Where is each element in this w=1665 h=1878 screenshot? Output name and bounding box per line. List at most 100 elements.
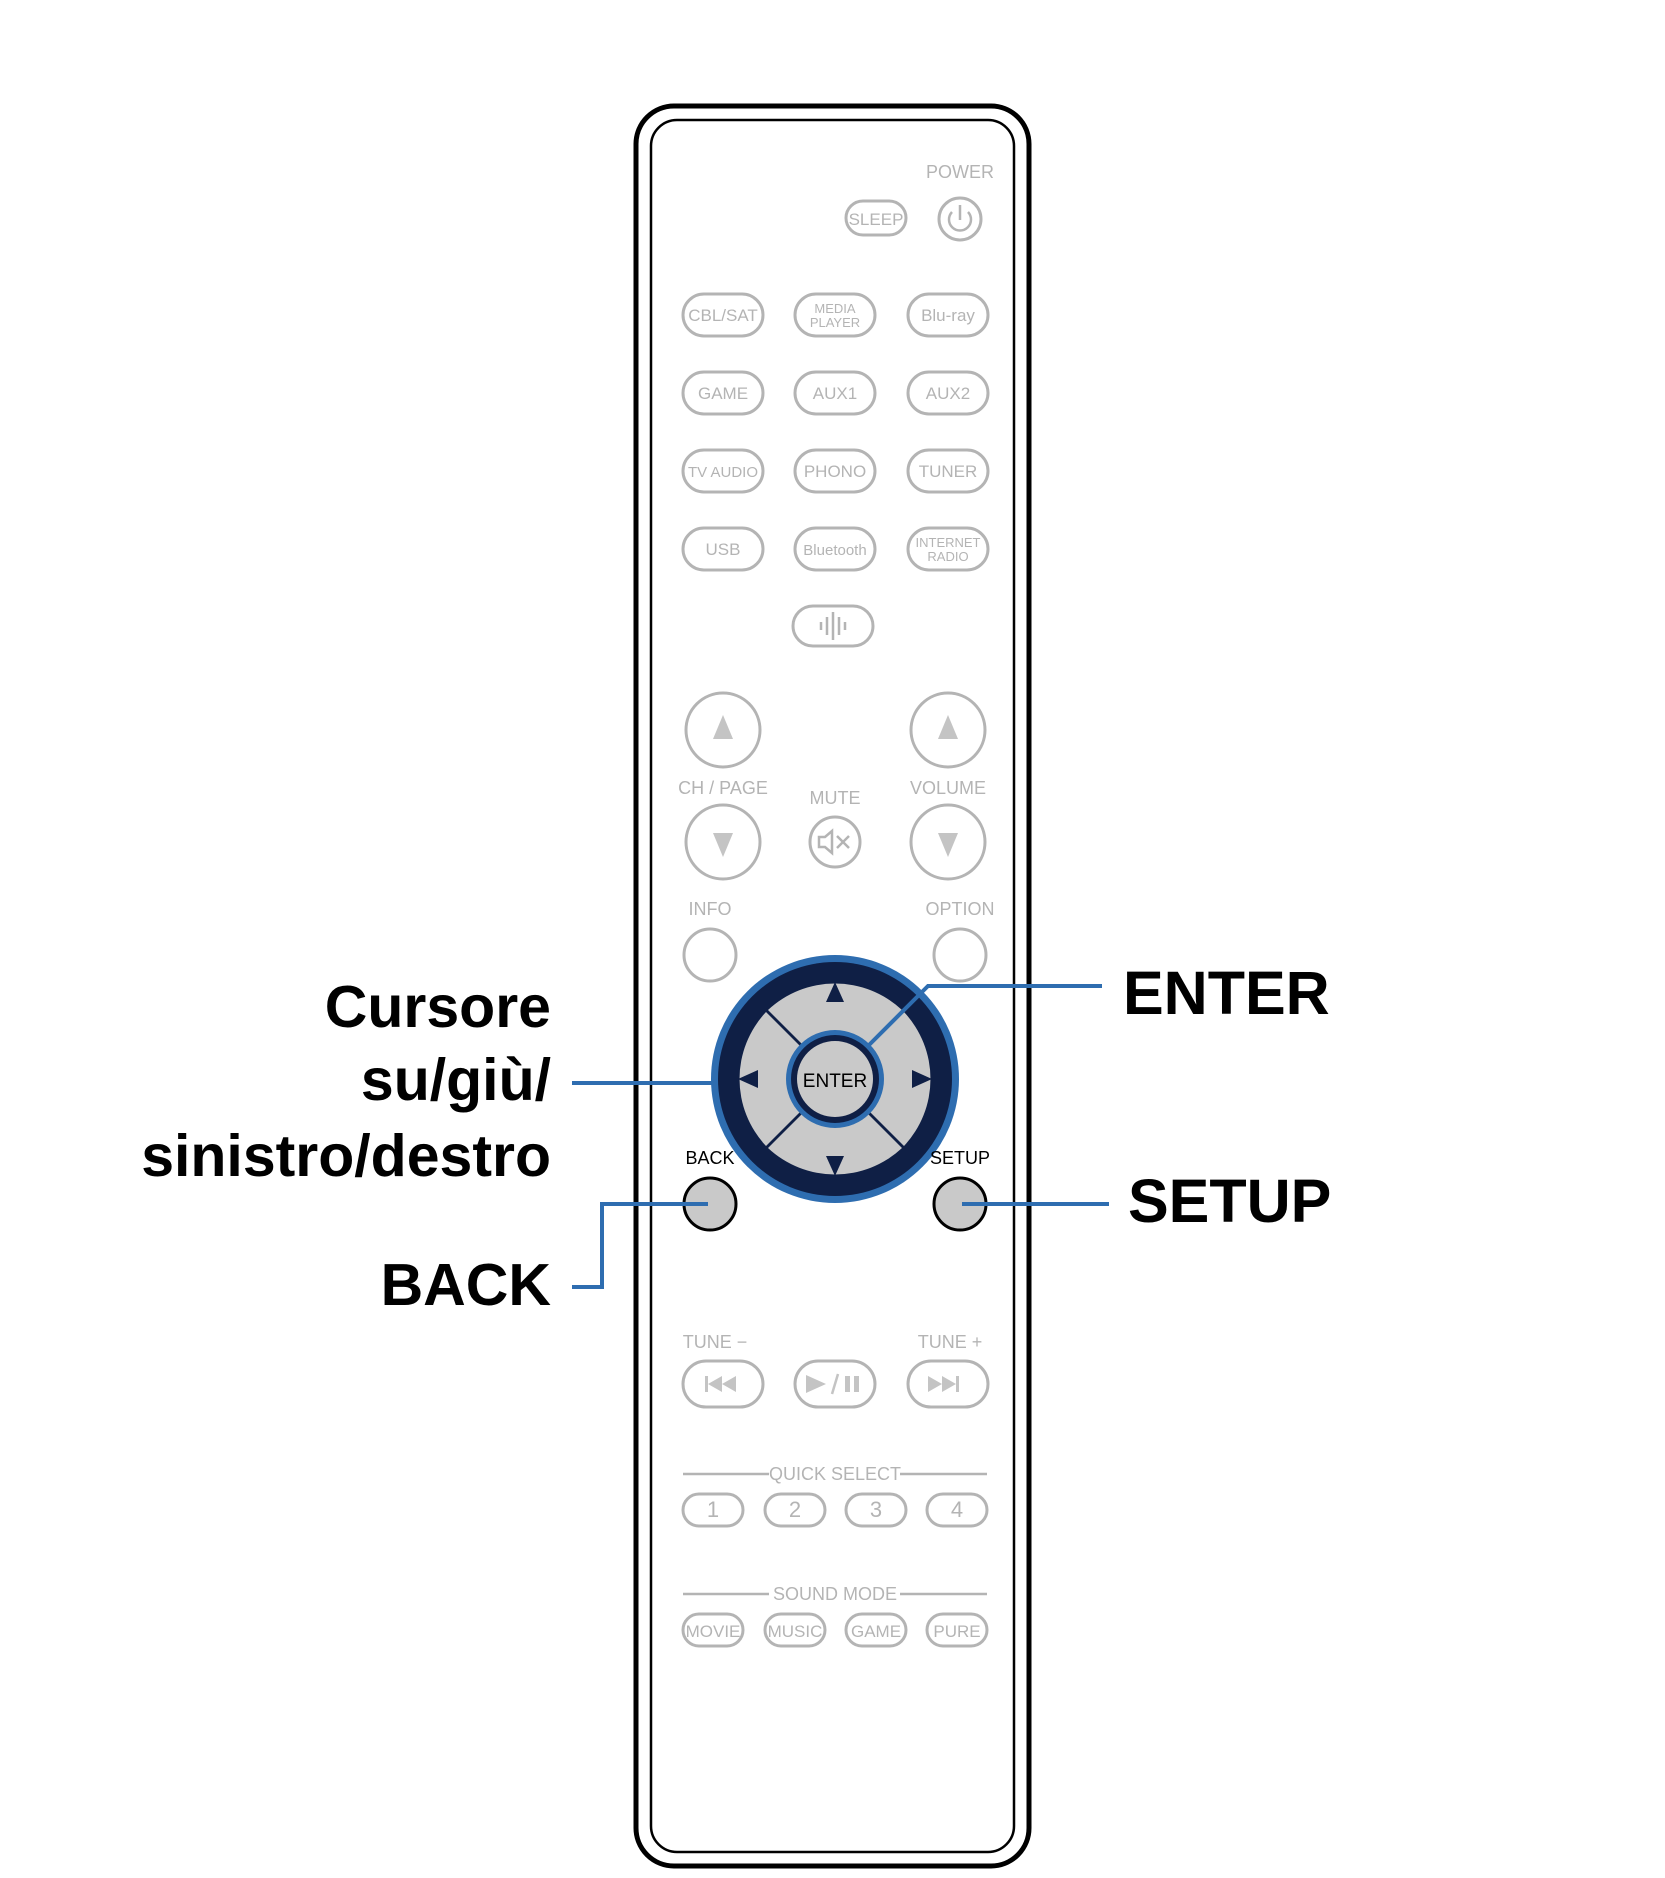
ch-page-down-button[interactable] bbox=[684, 803, 762, 881]
quick-select-button-label: 1 bbox=[707, 1497, 719, 1522]
mute-speaker-icon bbox=[817, 828, 850, 856]
source-button-phono[interactable]: PHONO bbox=[793, 448, 877, 494]
arrow-right-icon bbox=[912, 1070, 932, 1088]
source-button-label: AUX1 bbox=[813, 384, 857, 403]
source-button-cbl-sat[interactable]: CBL/SAT bbox=[681, 292, 765, 338]
cursor-callout-line1: Cursore bbox=[325, 974, 551, 1040]
setup-label: SETUP bbox=[930, 1148, 990, 1168]
source-button-label-line1: INTERNET bbox=[916, 535, 981, 550]
quick-select-button-1[interactable]: 1 bbox=[681, 1492, 745, 1528]
source-button-label-line2: RADIO bbox=[927, 549, 968, 564]
source-button-label: AUX2 bbox=[926, 384, 970, 403]
power-button[interactable] bbox=[937, 196, 983, 242]
mute-label: MUTE bbox=[810, 788, 861, 808]
power-icon bbox=[947, 205, 973, 232]
sound-mode-button-label: MUSIC bbox=[768, 1622, 823, 1641]
back-leader-line bbox=[572, 1202, 708, 1289]
triangle-up-icon bbox=[713, 715, 733, 739]
quick-select-button-4[interactable]: 4 bbox=[925, 1492, 989, 1528]
enter-leader-line bbox=[866, 984, 1102, 1048]
arrow-down-icon bbox=[826, 1156, 844, 1176]
play-pause-icon bbox=[806, 1373, 859, 1395]
tune-plus-label: TUNE + bbox=[918, 1332, 983, 1352]
quick-select-button-2[interactable]: 2 bbox=[763, 1492, 827, 1528]
skip-back-icon bbox=[705, 1376, 736, 1392]
quick-select-button-label: 4 bbox=[951, 1497, 963, 1522]
source-button-label: PHONO bbox=[804, 462, 866, 481]
source-button-tv-audio[interactable]: TV AUDIO bbox=[681, 448, 765, 494]
source-button-aux2[interactable]: AUX2 bbox=[906, 370, 990, 416]
cursor-right-button[interactable] bbox=[860, 1012, 931, 1146]
source-button-label: GAME bbox=[698, 384, 748, 403]
power-label: POWER bbox=[926, 162, 994, 182]
sound-mode-button-label: PURE bbox=[933, 1622, 980, 1641]
heos-button[interactable] bbox=[791, 604, 875, 648]
triangle-down-icon bbox=[713, 833, 733, 857]
cursor-callout-line2: su/giù/ bbox=[361, 1047, 551, 1113]
play-pause-button[interactable] bbox=[793, 1359, 877, 1409]
source-button-blu-ray[interactable]: Blu-ray bbox=[906, 292, 990, 338]
waveform-icon bbox=[819, 612, 847, 640]
sound-mode-row: MOVIE MUSIC GAME PURE bbox=[681, 1612, 989, 1648]
enter-button-label: ENTER bbox=[803, 1071, 867, 1092]
sound-mode-button-label: MOVIE bbox=[686, 1622, 741, 1641]
volume-up-button[interactable] bbox=[909, 691, 987, 769]
sleep-button-label: SLEEP bbox=[849, 210, 904, 229]
source-button-label: TV AUDIO bbox=[688, 464, 758, 481]
previous-button[interactable] bbox=[681, 1359, 765, 1409]
tune-minus-label: TUNE − bbox=[683, 1332, 748, 1352]
volume-down-button[interactable] bbox=[909, 803, 987, 881]
source-button-label-line2: PLAYER bbox=[810, 315, 860, 330]
cursor-callout-line3: sinistro/destro bbox=[141, 1123, 551, 1189]
back-label: BACK bbox=[685, 1148, 734, 1168]
sound-mode-button-movie[interactable]: MOVIE bbox=[681, 1612, 745, 1648]
sleep-button[interactable]: SLEEP bbox=[844, 199, 908, 237]
cursor-left-button[interactable] bbox=[739, 1012, 810, 1146]
enter-callout: ENTER bbox=[1123, 959, 1330, 1027]
source-button-aux1[interactable]: AUX1 bbox=[793, 370, 877, 416]
info-button[interactable] bbox=[682, 927, 738, 983]
sound-mode-button-pure[interactable]: PURE bbox=[925, 1612, 989, 1648]
quick-select-row: 1 2 3 4 bbox=[681, 1492, 989, 1528]
volume-label: VOLUME bbox=[910, 778, 986, 798]
ch-page-up-button[interactable] bbox=[684, 691, 762, 769]
info-label: INFO bbox=[689, 899, 732, 919]
sound-mode-button-music[interactable]: MUSIC bbox=[763, 1612, 827, 1648]
option-button[interactable] bbox=[932, 927, 988, 983]
source-button-label: CBL/SAT bbox=[688, 306, 758, 325]
quick-select-label: QUICK SELECT bbox=[769, 1464, 901, 1484]
quick-select-button-3[interactable]: 3 bbox=[844, 1492, 908, 1528]
callout-lines bbox=[572, 984, 1109, 1289]
next-button[interactable] bbox=[906, 1359, 990, 1409]
source-button-game[interactable]: GAME bbox=[681, 370, 765, 416]
back-callout: BACK bbox=[381, 1252, 552, 1318]
source-button-label: USB bbox=[706, 540, 741, 559]
source-button-usb[interactable]: USB bbox=[681, 526, 765, 572]
skip-forward-icon bbox=[928, 1376, 959, 1392]
setup-callout: SETUP bbox=[1128, 1167, 1331, 1235]
source-button-label: Blu-ray bbox=[921, 306, 975, 325]
enter-button[interactable]: ENTER bbox=[786, 1030, 884, 1128]
ch-page-label: CH / PAGE bbox=[678, 778, 768, 798]
cursor-down-button[interactable] bbox=[768, 1104, 902, 1175]
sound-mode-button-game[interactable]: GAME bbox=[844, 1612, 908, 1648]
source-button-label-line1: MEDIA bbox=[814, 301, 856, 316]
triangle-down-icon bbox=[938, 833, 958, 857]
source-button-tuner[interactable]: TUNER bbox=[906, 448, 990, 494]
source-button-label: TUNER bbox=[919, 462, 978, 481]
option-label: OPTION bbox=[925, 899, 994, 919]
mute-button[interactable] bbox=[808, 815, 862, 869]
arrow-up-icon bbox=[826, 982, 844, 1002]
sound-mode-label: SOUND MODE bbox=[773, 1584, 897, 1604]
cursor-up-button[interactable] bbox=[768, 983, 902, 1054]
source-button-bluetooth[interactable]: Bluetooth bbox=[793, 526, 877, 572]
source-button-label: Bluetooth bbox=[803, 542, 866, 559]
arrow-left-icon bbox=[738, 1070, 758, 1088]
quick-select-button-label: 3 bbox=[870, 1497, 882, 1522]
quick-select-button-label: 2 bbox=[789, 1497, 801, 1522]
triangle-up-icon bbox=[938, 715, 958, 739]
